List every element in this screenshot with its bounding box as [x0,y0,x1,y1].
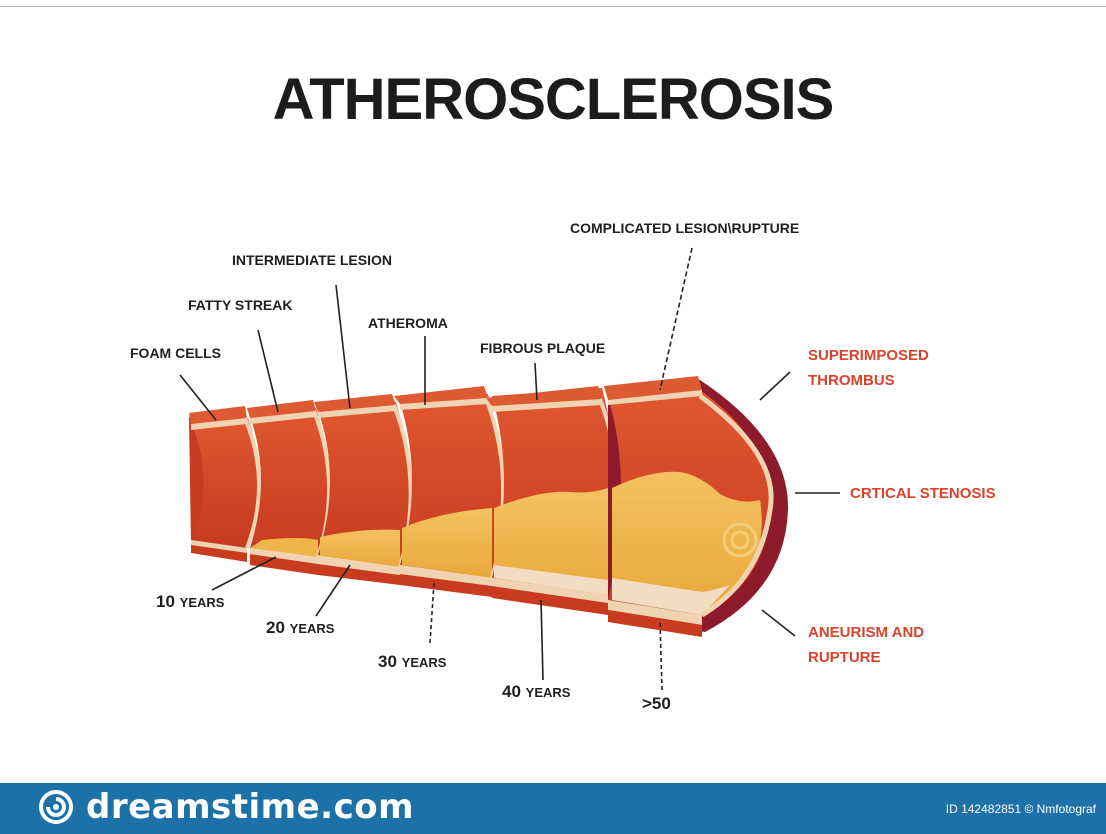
label-thrombus-line-1: SUPERIMPOSED [808,343,929,368]
age-label-10: 10 YEARS [156,592,224,612]
age-unit: YEARS [526,685,571,700]
age-number: 30 [378,652,397,671]
label-aneurism-line-1: ANEURISM AND [808,620,924,645]
brand-name[interactable]: dreamstime.com [86,787,414,827]
image-id: ID 142482851 © Nmfotograf [946,802,1096,816]
label-intermediate-lesion: INTERMEDIATE LESION [232,252,392,268]
label-atheroma: ATHEROMA [368,315,448,331]
age-number: >50 [642,694,671,713]
segment-complicated-lesion [604,376,788,637]
age-unit: YEARS [180,595,225,610]
label-foam-cells: FOAM CELLS [130,345,221,361]
age-number: 40 [502,682,521,701]
age-unit: YEARS [402,655,447,670]
dreamstime-logo-icon [36,789,78,825]
label-complicated-lesion: COMPLICATED LESION\RUPTURE [570,220,799,236]
age-label-30: 30 YEARS [378,652,446,672]
label-fibrous-plaque: FIBROUS PLAQUE [480,340,605,356]
age-label-over-50: >50 [642,694,671,714]
label-aneurism-rupture: ANEURISM AND RUPTURE [808,620,924,670]
label-fatty-streak: FATTY STREAK [188,297,293,313]
age-label-20: 20 YEARS [266,618,334,638]
footer-bar: dreamstime.com ID 142482851 © Nmfotograf [0,783,1106,834]
label-thrombus-line-2: THROMBUS [808,368,929,393]
segment-10-years [189,406,259,562]
label-superimposed-thrombus: SUPERIMPOSED THROMBUS [808,343,929,393]
age-number: 20 [266,618,285,637]
age-number: 10 [156,592,175,611]
age-label-40: 40 YEARS [502,682,570,702]
label-aneurism-line-2: RUPTURE [808,645,924,670]
segment-40-years [486,386,618,615]
label-critical-stenosis: CRTICAL STENOSIS [850,481,996,506]
age-unit: YEARS [290,621,335,636]
